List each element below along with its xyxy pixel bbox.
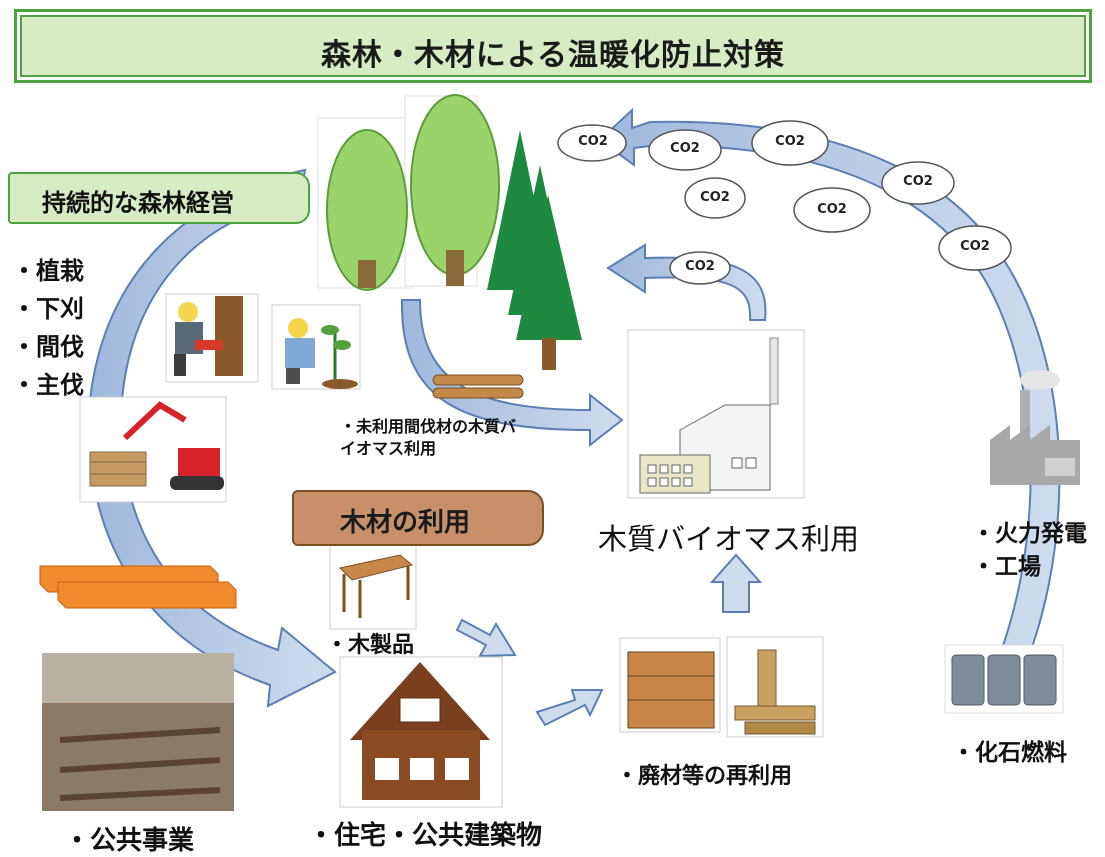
public-works-photo: [42, 653, 234, 811]
co2-clouds: [557, 120, 1012, 285]
task-thinning: ・間伐: [12, 333, 84, 361]
forest-management-label: 持続的な森林経営: [42, 189, 234, 217]
co2-cloud: [881, 161, 955, 205]
task-weeding: ・下刈: [12, 295, 84, 323]
house-icon: [339, 656, 503, 808]
conifer-trees-icon: [487, 130, 582, 370]
co2-cloud: [557, 124, 627, 162]
housing-label: ・住宅・公共建築物: [308, 821, 543, 851]
scrap-wood-icon: [726, 636, 824, 738]
waste-reuse-label: ・廃材等の再利用: [616, 764, 793, 789]
wood-use-banner: 木材の利用: [292, 490, 544, 546]
power-factory-label: ・火力発電 ・工場: [972, 521, 1087, 580]
wood-products-label: ・木製品: [326, 633, 415, 658]
co2-label: CO2: [578, 134, 608, 149]
co2-label: CO2: [670, 141, 700, 156]
person-planting-icon: [271, 304, 361, 390]
logs-icon: [432, 374, 524, 399]
forest-task-list: ・植栽 ・下刈 ・間伐 ・主伐: [12, 252, 84, 404]
co2-cloud: [793, 187, 871, 233]
co2-cloud: [684, 177, 746, 219]
forest-management-banner: 持続的な森林経営: [8, 172, 310, 224]
lumber-boards-icon: [39, 565, 237, 609]
factory-icon: [990, 370, 1080, 485]
harvester-machine-icon: [79, 396, 227, 503]
co2-cloud: [938, 225, 1012, 271]
old-furniture-icon: [619, 637, 721, 733]
logger-with-chainsaw-icon: [165, 293, 259, 383]
public-works-label: ・公共事業: [64, 826, 195, 856]
deciduous-trees-icon: [317, 94, 500, 291]
reuse-to-biomass-arrow: [709, 553, 763, 613]
co2-label: CO2: [817, 202, 847, 217]
trees-to-biomass-arrow: [400, 299, 624, 448]
co2-label: CO2: [960, 239, 990, 254]
wood-use-label: 木材の利用: [340, 508, 471, 538]
title-banner: 森林・木材による温暖化防止対策: [14, 9, 1092, 83]
page-title: 森林・木材による温暖化防止対策: [320, 38, 786, 73]
task-planting: ・植栽: [12, 257, 84, 285]
fossil-fuel-label: ・化石燃料: [952, 740, 1067, 766]
co2-label: CO2: [775, 134, 805, 149]
table-icon: [329, 544, 417, 630]
co2-label: CO2: [685, 259, 715, 274]
co2-cloud: [669, 251, 731, 285]
task-final-cutting: ・主伐: [12, 371, 84, 399]
unused-thinning-label: ・未利用間伐材の木質バ イオマス利用: [340, 417, 517, 458]
housing-to-reuse-arrow: [535, 689, 604, 727]
co2-cloud: [751, 120, 829, 166]
products-to-housing-arrow: [455, 618, 517, 658]
biomass-power-plant-icon: [627, 329, 805, 499]
co2-label: CO2: [700, 190, 730, 205]
oil-drums-icon: [944, 644, 1064, 714]
co2-cloud: [648, 129, 722, 171]
co2-label: CO2: [903, 174, 933, 189]
woody-biomass-label: 木質バイオマス利用: [598, 522, 860, 556]
